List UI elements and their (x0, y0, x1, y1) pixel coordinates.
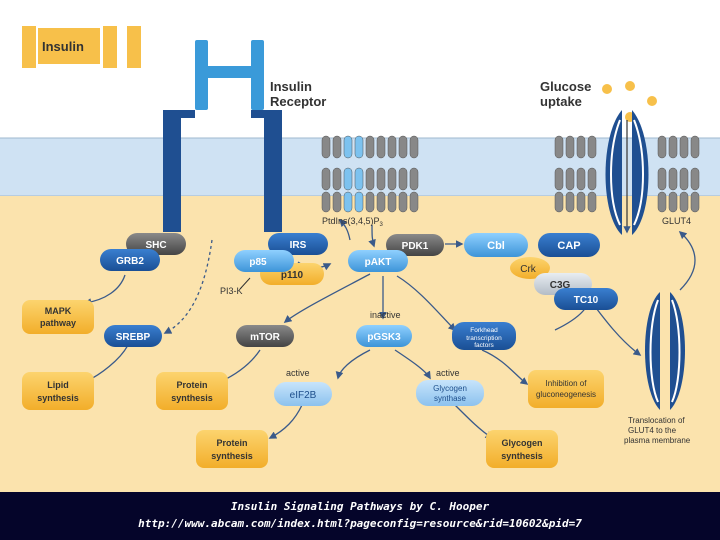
outcome-protein1-label-2: synthesis (171, 393, 213, 403)
glucose-molecule (647, 96, 657, 106)
node-tc10[interactable]: TC10 (554, 288, 618, 310)
translocation-label-2: GLUT4 to the (628, 426, 677, 435)
node-tc10-label: TC10 (574, 295, 599, 306)
node-glycogen-synthase[interactable]: Glycogen synthase (416, 380, 484, 406)
lipid-bilayer-left (321, 135, 419, 213)
outcome-lipid-synthesis[interactable]: Lipid synthesis (22, 372, 94, 410)
node-cap[interactable]: CAP (538, 233, 600, 257)
node-pdk1-label: PDK1 (402, 241, 429, 252)
outcome-mapk-label-1: MAPK (45, 306, 72, 316)
node-crk-label: Crk (520, 264, 537, 275)
node-eif2b-label: eIF2B (290, 390, 317, 401)
node-p85-label: p85 (249, 257, 267, 268)
outcome-protein2-label-1: Protein (216, 438, 247, 448)
glucose-label-1: Glucose (540, 79, 591, 94)
outcome-protein-synthesis-2[interactable]: Protein synthesis (196, 430, 268, 468)
outcome-protein2-label-2: synthesis (211, 451, 253, 461)
insulin-receptor-label-2: Receptor (270, 94, 326, 109)
insulin-receptor: Insulin Receptor (163, 40, 326, 232)
node-cap-label: CAP (557, 240, 580, 252)
node-irs-label: IRS (290, 240, 307, 251)
node-forkhead-label-1: Forkhead (470, 327, 498, 334)
node-mtor-label: mTOR (250, 332, 281, 343)
node-pdk1[interactable]: PDK1 (386, 234, 444, 256)
node-cbl[interactable]: Cbl (464, 233, 528, 257)
ptdins-label: PtdIns(3,4,5)P3 (322, 216, 384, 228)
node-pgsk3[interactable]: pGSK3 (356, 325, 412, 347)
outcome-lipid-label-1: Lipid (47, 380, 69, 390)
outcome-glycogen-label-2: synthesis (501, 451, 543, 461)
outcome-protein-synthesis-1[interactable]: Protein synthesis (156, 372, 228, 410)
outcome-mapk-label-2: pathway (40, 318, 76, 328)
node-srebp[interactable]: SREBP (104, 325, 162, 347)
node-srebp-label: SREBP (116, 332, 151, 343)
node-glycogen-synthase-label-1: Glycogen (433, 384, 467, 393)
node-grb2-label: GRB2 (116, 256, 144, 267)
node-eif2b[interactable]: eIF2B (274, 382, 332, 406)
node-c3g-label: C3G (550, 280, 571, 291)
insulin-label: Insulin (42, 39, 84, 54)
citation-url[interactable]: http://www.abcam.com/index.html?pageconf… (138, 517, 582, 530)
node-forkhead-label-3: factors (474, 342, 494, 349)
node-p85[interactable]: p85 (234, 250, 294, 272)
pi3k-label: PI3-K (220, 286, 243, 296)
translocation-label-1: Translocation of (628, 416, 685, 425)
active-label-left: active (286, 368, 310, 378)
outcome-protein1-label-1: Protein (176, 380, 207, 390)
glut4-vesicle: Translocation of GLUT4 to the plasma mem… (624, 292, 691, 445)
extracellular-space (0, 0, 720, 138)
lipid-bilayer-right (554, 135, 700, 213)
glucose-molecule (602, 84, 612, 94)
node-forkhead[interactable]: Forkhead transcription factors (452, 322, 516, 350)
glucose-label-2: uptake (540, 94, 582, 109)
node-forkhead-label-2: transcription (466, 335, 502, 342)
insulin-legend: Insulin (22, 26, 141, 68)
glut4-transporter: GLUT4 (605, 110, 691, 235)
node-shc-label: SHC (145, 240, 166, 251)
node-pakt-label: pAKT (365, 257, 392, 268)
citation-title: Insulin Signaling Pathways by C. Hooper (230, 500, 490, 513)
outcome-lipid-label-2: synthesis (37, 393, 79, 403)
glut4-label: GLUT4 (662, 216, 691, 226)
outcome-glycogen-label-1: Glycogen (501, 438, 542, 448)
node-glycogen-synthase-label-2: synthase (434, 394, 467, 403)
citation-footer: Insulin Signaling Pathways by C. Hooper … (0, 492, 720, 540)
inactive-label: inactive (370, 310, 401, 320)
node-p110-label: p110 (281, 270, 304, 281)
node-cbl-label: Cbl (487, 240, 505, 252)
outcome-inhibition-label-2: gluconeogenesis (536, 390, 596, 399)
node-mtor[interactable]: mTOR (236, 325, 294, 347)
outcome-glycogen-synthesis[interactable]: Glycogen synthesis (486, 430, 558, 468)
outcome-mapk-pathway[interactable]: MAPK pathway (22, 300, 94, 334)
glucose-molecule (625, 81, 635, 91)
node-grb2[interactable]: GRB2 (100, 249, 160, 271)
translocation-label-3: plasma membrane (624, 436, 691, 445)
node-crk[interactable]: Crk (510, 257, 550, 279)
active-label-right: active (436, 368, 460, 378)
outcome-inhibition-label-1: Inhibition of (546, 379, 588, 388)
insulin-receptor-label-1: Insulin (270, 79, 312, 94)
node-irs[interactable]: IRS (268, 233, 328, 255)
node-pgsk3-label: pGSK3 (367, 332, 401, 343)
node-pakt[interactable]: pAKT (348, 250, 408, 272)
outcome-inhibition-gluconeogenesis[interactable]: Inhibition of gluconeogenesis (528, 370, 604, 408)
